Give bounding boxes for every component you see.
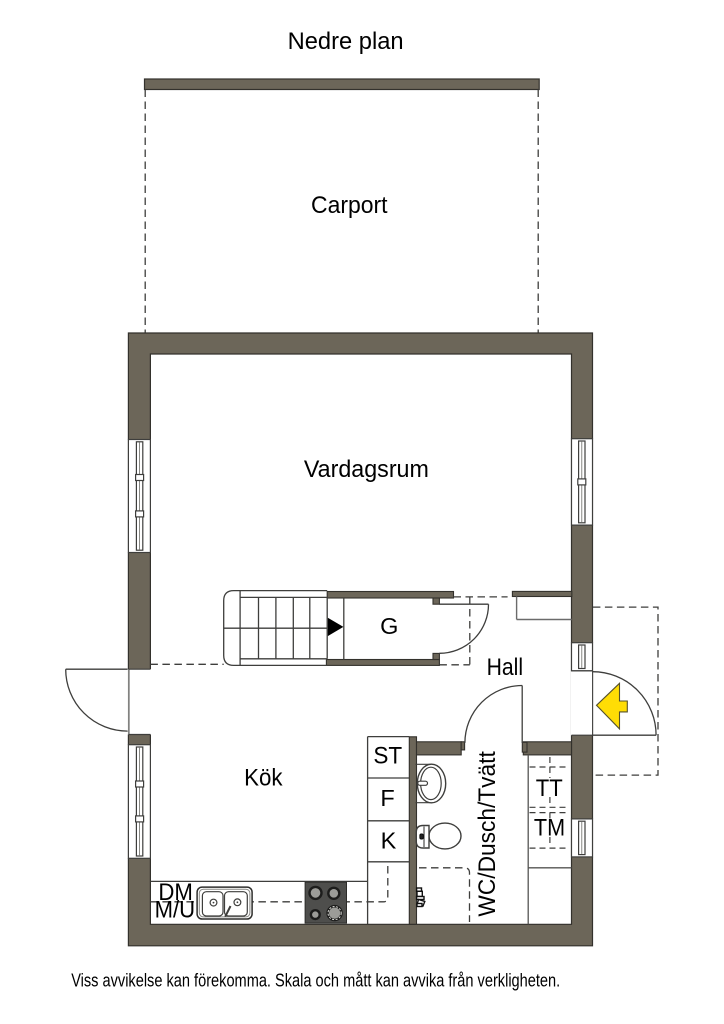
svg-text:Hall: Hall: [487, 654, 523, 681]
svg-text:TT: TT: [536, 775, 563, 802]
svg-text:Nedre plan: Nedre plan: [288, 28, 404, 55]
svg-text:DM: DM: [158, 879, 193, 906]
svg-text:Vardagsrum: Vardagsrum: [304, 456, 429, 483]
svg-text:ST: ST: [373, 743, 402, 770]
svg-text:TM: TM: [534, 815, 565, 842]
svg-text:K: K: [381, 828, 397, 854]
svg-text:M/U: M/U: [155, 897, 196, 924]
svg-text:Kök: Kök: [244, 765, 283, 792]
svg-text:Carport: Carport: [311, 192, 388, 219]
svg-text:Viss avvikelse kan förekomma.: Viss avvikelse kan förekomma. Skala och …: [71, 970, 560, 990]
svg-text:WC/Dusch/Tvätt: WC/Dusch/Tvätt: [474, 751, 501, 917]
svg-text:F: F: [380, 785, 394, 811]
svg-text:G: G: [380, 613, 398, 639]
